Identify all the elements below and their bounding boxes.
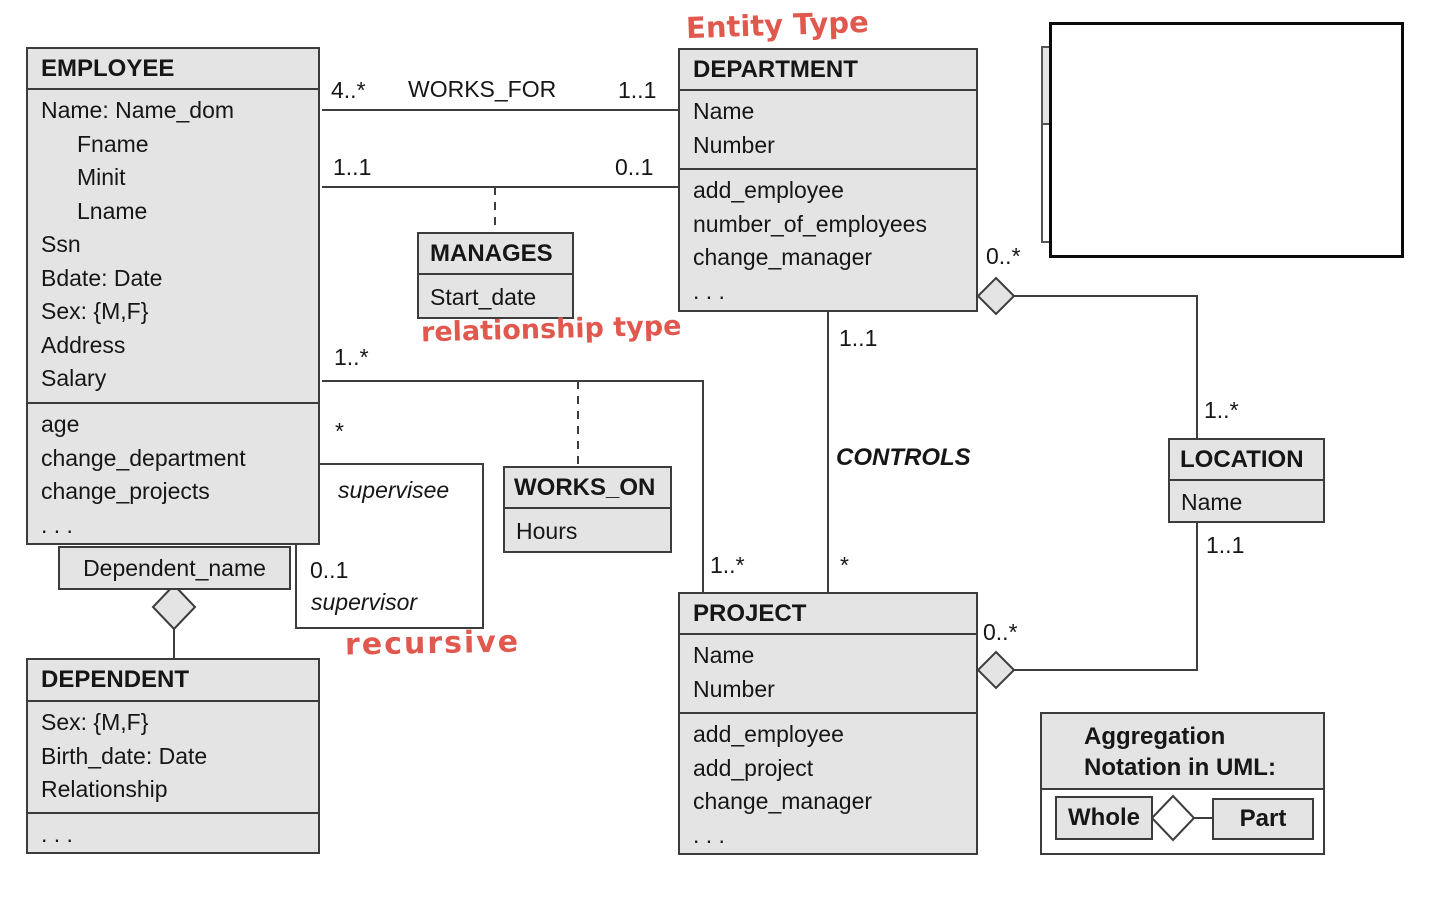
class-title-location: LOCATION	[1170, 440, 1323, 481]
multiplicity-label: 4..*	[331, 77, 366, 103]
class-box-department: DEPARTMENT Name Number add_employee numb…	[678, 48, 978, 312]
dependent-aggregation-diamond-icon	[151, 583, 197, 631]
class-title-project: PROJECT	[680, 594, 976, 635]
operation-row: change_manager	[693, 244, 873, 270]
attribute-row: Ssn	[41, 231, 81, 257]
department-location-line	[1014, 295, 1198, 438]
attribute-row: Name	[693, 98, 755, 124]
operation-row: age	[41, 411, 80, 437]
attribute-row: Name	[693, 642, 755, 668]
class-title-manages: MANAGES	[419, 234, 572, 275]
operation-row: add_project	[693, 754, 814, 781]
operation-row: number_of_employees	[693, 210, 927, 237]
attribute-row: Bdate: Date	[41, 264, 163, 291]
multiplicity-label: 1..*	[710, 552, 745, 578]
employee-operations-section: age change_department change_projects . …	[28, 402, 318, 543]
operation-row: add_employee	[693, 177, 844, 203]
legend-title: Aggregation Notation in UML:	[1042, 714, 1323, 790]
class-box-manages: MANAGES Start_date	[417, 232, 574, 319]
attribute-row: Salary	[41, 365, 107, 391]
project-attributes-section: Name Number	[680, 635, 976, 712]
class-title-employee: EMPLOYEE	[28, 49, 318, 90]
multiplicity-label: 1..*	[1204, 397, 1239, 423]
department-attributes-section: Name Number	[680, 91, 976, 168]
legend-body: Whole Part	[1042, 790, 1323, 853]
cover-box	[1049, 22, 1404, 258]
class-title-works-on: WORKS_ON	[505, 468, 670, 509]
attribute-row: Sex: {M,F}	[41, 298, 149, 324]
department-operations-section: add_employee number_of_employees change_…	[680, 168, 976, 310]
operation-row: . . .	[41, 821, 73, 847]
operation-row: change_projects	[41, 478, 210, 504]
attribute-row: Name: Name_dom	[41, 97, 235, 123]
multiplicity-label: 0..*	[986, 243, 1021, 269]
location-attributes-section: Name	[1170, 481, 1323, 521]
role-label-supervisor: supervisor	[311, 589, 418, 615]
attribute-row: Hours	[516, 518, 578, 544]
dependent-operations-section: . . .	[28, 812, 318, 852]
dependent-attributes-section: Sex: {M,F} Birth_date: Date Relationship	[28, 702, 318, 812]
operation-row: add_employee	[693, 721, 844, 747]
attribute-row: Birth_date: Date	[41, 742, 208, 769]
attribute-row: Relationship	[41, 776, 168, 802]
operation-row: change_department	[41, 444, 246, 471]
legend-aggregation-notation: Aggregation Notation in UML: Whole Part	[1040, 712, 1325, 855]
attribute-row: Minit	[77, 164, 126, 190]
annotation-recursive: recursive	[344, 624, 521, 663]
class-box-dependent: DEPENDENT Sex: {M,F} Birth_date: Date Re…	[26, 658, 320, 854]
multiplicity-label: *	[335, 418, 344, 444]
legend-title-line1: Aggregation	[1084, 723, 1226, 750]
project-operations-section: add_employee add_project change_manager …	[680, 712, 976, 853]
class-box-employee: EMPLOYEE Name: Name_dom Fname Minit Lnam…	[26, 47, 320, 545]
operation-row: . . .	[693, 821, 725, 848]
role-label-supervisee: supervisee	[338, 477, 450, 503]
attribute-row: Name	[1181, 489, 1243, 515]
attribute-row: Address	[41, 331, 126, 358]
legend-whole-box: Whole	[1055, 796, 1153, 840]
works-on-line	[322, 380, 704, 592]
class-box-project: PROJECT Name Number add_employee add_pro…	[678, 592, 978, 855]
multiplicity-label: 1..1	[333, 154, 372, 180]
manages-attributes-section: Start_date	[419, 275, 572, 317]
attribute-row: Number	[693, 675, 775, 702]
department-aggregation-diamond-icon	[976, 276, 1016, 316]
legend-title-line2: Notation in UML:	[1084, 754, 1276, 781]
works-on-attributes-section: Hours	[505, 509, 670, 551]
association-name-label: CONTROLS	[836, 444, 971, 471]
location-project-line	[1014, 523, 1198, 671]
association-name-label: WORKS_FOR	[408, 76, 557, 102]
multiplicity-label: 1..1	[1206, 532, 1245, 558]
attribute-row: Sex: {M,F}	[41, 709, 149, 735]
class-title-department: DEPARTMENT	[680, 50, 976, 91]
multiplicity-label: 0..1	[615, 154, 654, 180]
multiplicity-label: 0..*	[983, 619, 1018, 645]
annotation-entity-type: Entity Type	[685, 4, 870, 46]
operation-row: . . .	[41, 511, 73, 538]
multiplicity-label: 1..*	[334, 344, 369, 370]
attribute-row: Fname	[77, 130, 149, 157]
multiplicity-label: *	[840, 552, 849, 578]
class-box-works-on: WORKS_ON Hours	[503, 466, 672, 553]
legend-aggregation-diamond-icon	[1150, 794, 1196, 842]
legend-part-box: Part	[1212, 798, 1314, 840]
legend-diamond-graphic	[1150, 794, 1214, 842]
multiplicity-label: 1..1	[618, 77, 657, 103]
operation-row: . . .	[693, 277, 725, 304]
qualifier-dependent-name: Dependent_name	[58, 546, 291, 590]
attribute-row: Start_date	[430, 284, 537, 310]
attribute-row: Lname	[77, 197, 148, 224]
class-box-location: LOCATION Name	[1168, 438, 1325, 523]
project-aggregation-diamond-icon	[976, 650, 1016, 690]
operation-row: change_manager	[693, 788, 873, 814]
attribute-row: Number	[693, 131, 775, 158]
multiplicity-label: 0..1	[310, 557, 349, 583]
multiplicity-label: 1..1	[839, 325, 878, 351]
supervision-loop-line	[295, 463, 484, 629]
employee-attributes-section: Name: Name_dom Fname Minit Lname Ssn Bda…	[28, 90, 318, 402]
class-title-dependent: DEPENDENT	[28, 660, 318, 702]
